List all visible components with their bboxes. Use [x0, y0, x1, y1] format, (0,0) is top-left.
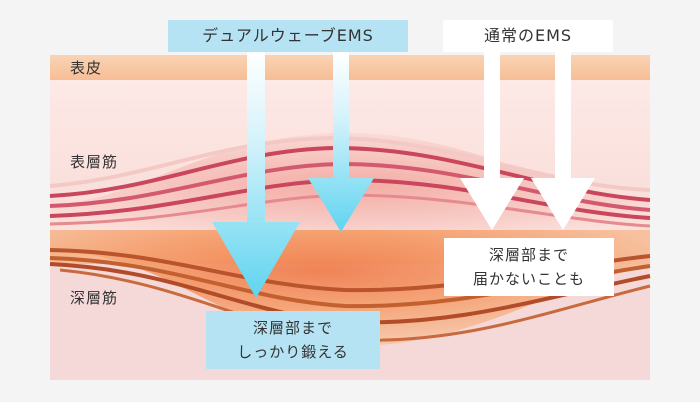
dual-ems-arrow-long — [212, 52, 300, 298]
epidermis-layer — [50, 55, 650, 80]
normal-ems-title: 通常のEMS — [443, 20, 613, 52]
dual-ems-caption-line1: 深層部まで — [252, 319, 333, 337]
dual-ems-arrow-short — [308, 52, 374, 232]
normal-ems-arrow-right — [531, 52, 595, 230]
normal-ems-caption-line2: 届かないことも — [472, 270, 585, 288]
dual-ems-caption-line2: しっかり鍛える — [237, 343, 349, 361]
dual-ems-caption: 深層部まで しっかり鍛える — [206, 311, 380, 369]
normal-ems-arrow-left — [460, 52, 524, 230]
deep-muscle-label: 深層筋 — [70, 289, 119, 307]
epidermis-label: 表皮 — [70, 59, 103, 77]
normal-ems-caption-line1: 深層部まで — [488, 246, 569, 264]
muscle-line — [49, 135, 651, 192]
normal-ems-caption: 深層部まで 届かないことも — [444, 238, 614, 296]
superficial-muscle-label: 表層筋 — [70, 153, 119, 171]
dual-ems-title: デュアルウェーブEMS — [168, 20, 408, 52]
